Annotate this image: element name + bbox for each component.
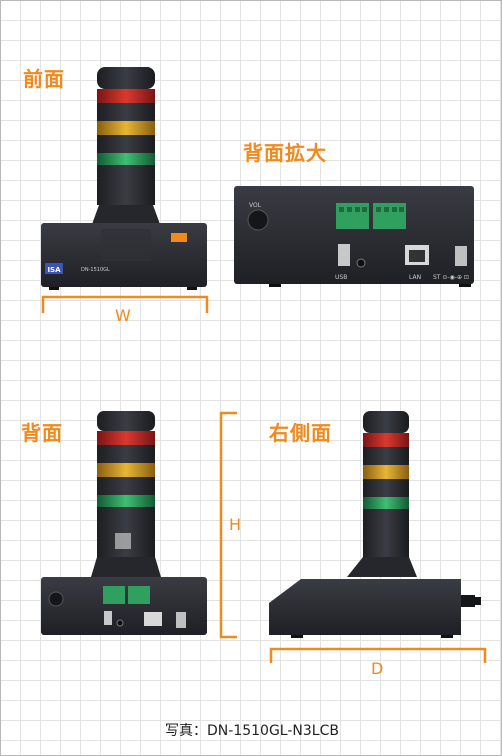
width-bracket [41, 295, 209, 313]
front-view-device: ISA DN-1510GL [41, 67, 207, 290]
rear-zoom-usb: USB [335, 274, 347, 281]
height-bracket [219, 411, 237, 639]
front-logo: ISA [47, 266, 61, 274]
rear-zoom-vol: VOL [249, 202, 262, 209]
rear-zoom-power: ST ⊙-◉-⊕ ⊡ [433, 274, 469, 281]
right-side-label: 右側面 [269, 421, 332, 445]
photo-caption: 写真：DN-1510GL-N3LCB [165, 723, 339, 739]
right-side-device [269, 411, 481, 638]
front-label: 前面 [23, 67, 65, 91]
rear-label: 背面 [21, 421, 63, 445]
rear-zoom-device: VOL USB LAN ST ⊙-◉-⊕ ⊡ [234, 186, 474, 287]
width-dimension-label: W [115, 306, 131, 325]
depth-dimension-label: D [371, 659, 384, 678]
height-dimension-label: H [229, 515, 242, 534]
rear-zoom-label: 背面拡大 [243, 141, 327, 165]
rear-zoom-lan: LAN [409, 274, 421, 281]
front-model-label: DN-1510GL [81, 267, 110, 273]
depth-bracket [269, 647, 487, 663]
rear-view-device [41, 411, 207, 635]
